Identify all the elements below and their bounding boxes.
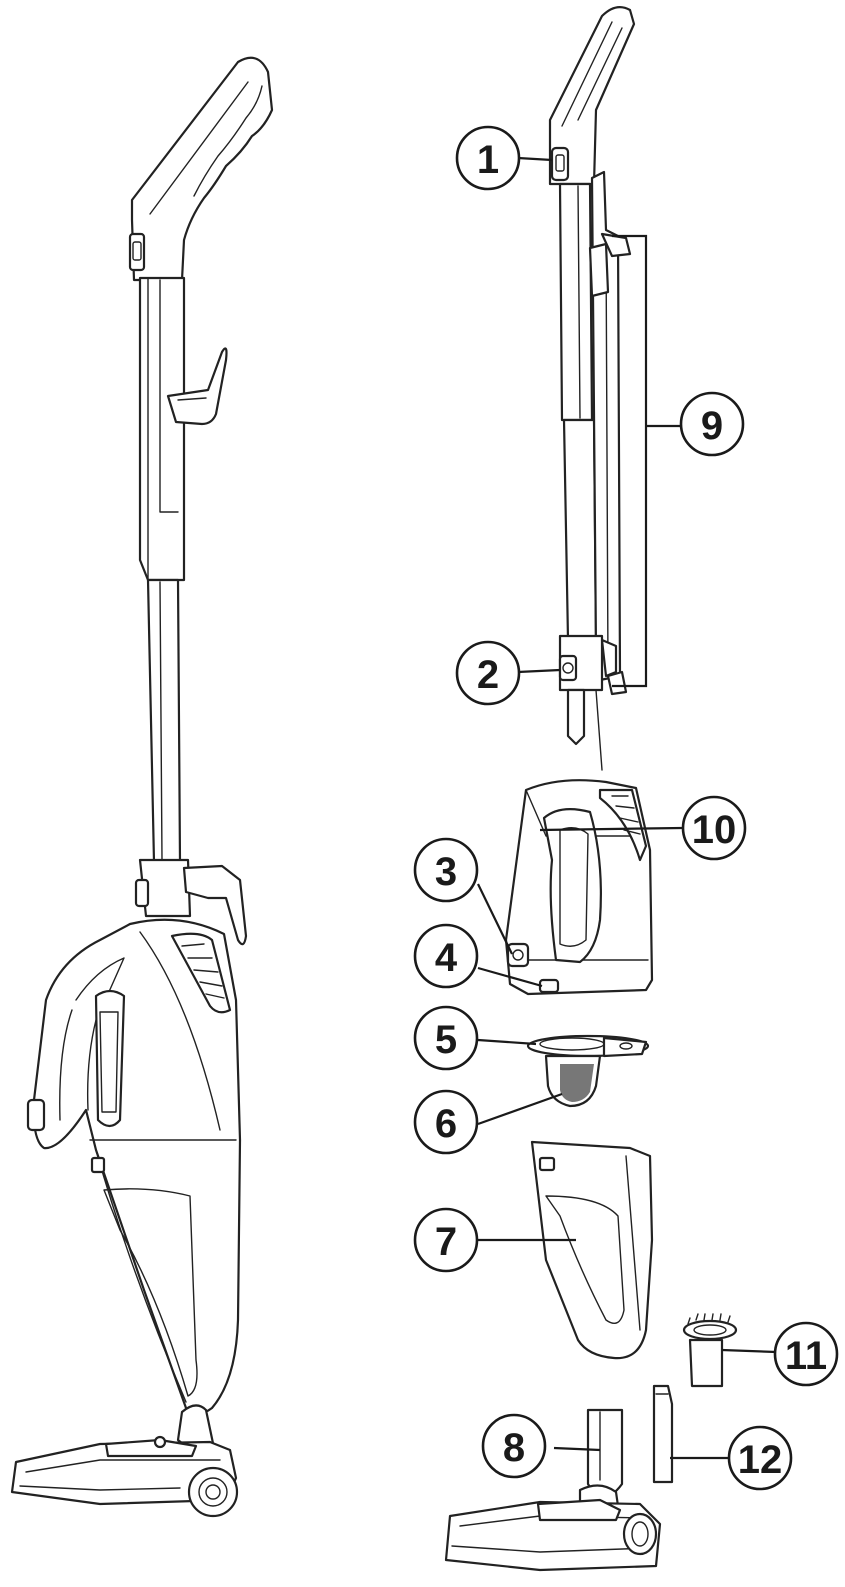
assembled-lower-tube: [148, 580, 180, 862]
callout-7: 7: [415, 1209, 477, 1271]
callout-12: 12: [729, 1427, 791, 1489]
exploded-handle-tube: [550, 7, 634, 640]
nozzle-wheel-icon: [624, 1514, 656, 1554]
exploded-filter-frame: [528, 1036, 648, 1056]
callout-12-label: 12: [738, 1438, 783, 1482]
assembled-handle-grip: [130, 58, 272, 280]
exploded-coupling: [560, 636, 626, 770]
callout-9: 9: [681, 393, 743, 455]
assembled-power-switch-icon: [130, 234, 144, 270]
callout-6-label: 6: [435, 1102, 457, 1146]
callout-1-label: 1: [477, 138, 499, 182]
callout-2: 2: [457, 642, 519, 704]
callout-1: 1: [457, 127, 519, 189]
callout-3: 3: [415, 839, 477, 901]
callout-11-label: 11: [785, 1334, 827, 1378]
callout-7-label: 7: [435, 1220, 457, 1264]
assembled-wheel-icon: [189, 1468, 237, 1516]
assembled-vacuum: [12, 58, 272, 1516]
callout-10: 10: [683, 797, 745, 859]
assembled-upper-tube: [140, 278, 184, 580]
exploded-crevice-tool: [654, 1386, 672, 1482]
motor-power-button-icon: [508, 944, 528, 966]
callout-11: 11: [775, 1323, 837, 1385]
assembled-floor-nozzle: [12, 1405, 237, 1516]
callout-8: 8: [483, 1415, 545, 1477]
callout-6: 6: [415, 1091, 477, 1153]
callout-9-label: 9: [701, 404, 723, 448]
assembled-release-button-icon: [28, 1100, 44, 1130]
handle-power-switch-icon: [552, 148, 568, 180]
callout-3-label: 3: [435, 850, 457, 894]
callout-5: 5: [415, 1007, 477, 1069]
callout-5-label: 5: [435, 1018, 457, 1062]
exploded-cord-channel: [590, 172, 630, 680]
callout-2-label: 2: [477, 653, 499, 697]
callout-4: 4: [415, 925, 477, 987]
exploded-dust-container: [532, 1142, 652, 1358]
callout-8-label: 8: [503, 1426, 525, 1470]
motor-release-latch-icon: [540, 980, 558, 992]
callout-10-label: 10: [692, 808, 737, 852]
exploded-floor-nozzle: [446, 1410, 660, 1570]
callout-4-label: 4: [435, 936, 458, 980]
exploded-motor-housing: [506, 780, 652, 994]
exploded-filter-cup: [546, 1056, 600, 1106]
